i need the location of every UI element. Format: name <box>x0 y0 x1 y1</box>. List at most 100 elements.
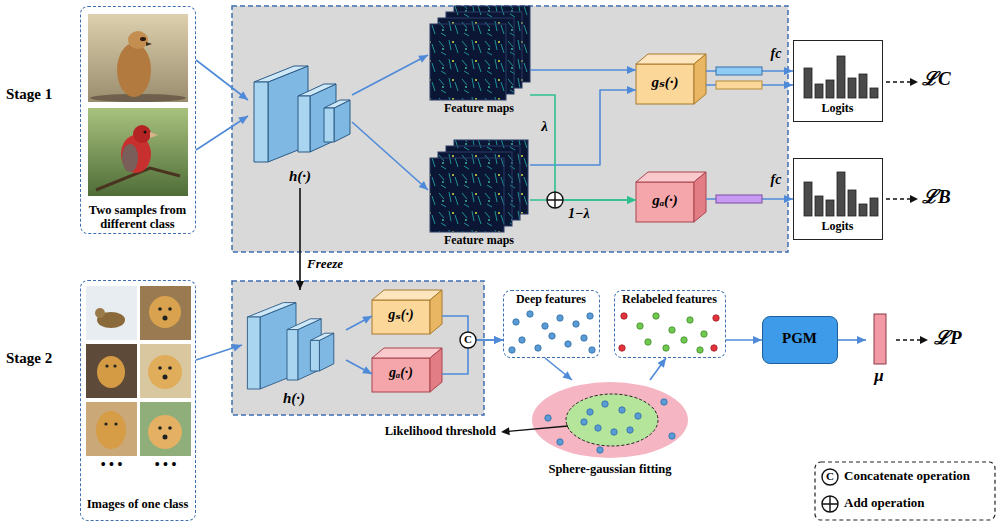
text-label: ℒC <box>922 68 972 90</box>
feature-dots <box>509 311 595 353</box>
connector-line <box>196 116 248 150</box>
concat-symbol <box>822 469 838 485</box>
arrow-head <box>418 55 428 63</box>
connector-line <box>545 358 572 380</box>
connector-arrow <box>196 344 242 360</box>
connector-arrow <box>296 188 304 290</box>
stage-panel <box>232 281 484 415</box>
arrow-head <box>494 336 503 344</box>
head-cuboid <box>636 54 706 104</box>
node-label: Logits <box>794 220 881 234</box>
connector-line <box>346 316 372 330</box>
arrow-head <box>232 344 242 352</box>
arrow-head <box>238 116 248 124</box>
node-label: Images of one class <box>83 497 192 511</box>
backbone-blocks <box>254 66 350 162</box>
input-panel: Images of one class <box>80 280 196 521</box>
connector-line <box>352 55 428 95</box>
relabeled-dots <box>619 313 719 353</box>
connector-arrow <box>650 358 666 380</box>
arrow-head <box>238 91 248 100</box>
connector-arrow <box>352 55 428 95</box>
connector-line <box>196 60 248 100</box>
node-label: h(·) <box>242 390 346 407</box>
node-label: gₐ(·) <box>372 365 430 381</box>
arrow-head <box>362 316 372 324</box>
connector-line <box>650 358 666 380</box>
logits-box: Logits <box>793 158 883 240</box>
node-label: PGM <box>763 330 836 347</box>
projection-head: gₐ(·) <box>636 172 706 222</box>
edge-label: λ <box>532 118 548 135</box>
arrow-head <box>857 336 866 344</box>
arrow-head <box>562 371 572 380</box>
text-label: ℒB <box>922 186 972 208</box>
legend-label: Concatenate operation <box>844 469 992 484</box>
edge-label: Freeze <box>307 257 367 272</box>
backbone-network: h(·) <box>242 290 346 410</box>
projection-head: gₛ(·) <box>372 290 442 334</box>
connector-arrow <box>838 336 866 344</box>
concat-symbol <box>460 332 476 348</box>
feature-map-stack <box>430 140 528 232</box>
output-vector <box>716 67 762 75</box>
arrow-head <box>296 281 304 290</box>
arrow-head <box>627 196 636 204</box>
connector-arrow <box>346 316 372 330</box>
connector-arrow <box>346 360 372 374</box>
connector-arrow <box>530 196 636 204</box>
gaussian-fit: Sphere-gaussian fitting <box>530 380 690 480</box>
gaussian-ellipse <box>532 382 688 458</box>
feature-maps: Feature maps <box>428 138 530 252</box>
arrow-head <box>753 336 762 344</box>
arrow-head <box>494 336 503 344</box>
text-label: • • • <box>86 457 137 473</box>
node-label: Sphere-gaussian fitting <box>530 462 690 476</box>
arrow-head <box>627 66 636 74</box>
stage-label: Stage 1 <box>6 86 78 103</box>
feature-map-stack <box>430 6 530 100</box>
output-vector <box>716 81 762 89</box>
connector-arrow <box>530 66 636 74</box>
node-label: gₐ(·) <box>636 192 694 209</box>
edge-label: fc <box>764 172 788 188</box>
arrow-head <box>627 86 636 94</box>
connector-line <box>346 360 372 374</box>
connector-arrow <box>726 336 762 344</box>
projection-head: gₛ(·) <box>636 54 706 104</box>
add-symbol <box>822 496 838 512</box>
input-panel: Two samples from different class <box>80 6 196 234</box>
prototype-bar <box>874 314 886 364</box>
node-label: Deep features <box>504 293 598 307</box>
prototype-vector: μ <box>866 312 892 392</box>
leader-arrow <box>501 426 568 435</box>
logits-box: Logits <box>793 40 883 122</box>
edge-label: 1−λ <box>568 206 604 222</box>
photo-meerkat <box>88 14 188 102</box>
connector-arrow <box>545 358 572 380</box>
arrow-head <box>784 67 793 75</box>
feature-maps: Feature maps <box>428 4 530 118</box>
photo-bird <box>88 108 188 196</box>
pgm-module: PGM <box>762 316 838 364</box>
add-symbol <box>547 192 563 208</box>
arrow-head <box>627 196 636 204</box>
node-label: Feature maps <box>428 102 530 116</box>
connector-arrow <box>706 67 793 89</box>
arrow-head <box>784 81 793 89</box>
logit-bars <box>804 56 878 98</box>
edge-label: fc <box>764 46 788 62</box>
connector-line <box>530 90 636 165</box>
connector-arrow <box>196 60 248 150</box>
arrow-head <box>419 181 428 190</box>
backbone-network: h(·) <box>248 52 352 188</box>
legend-label: Add operation <box>844 496 992 511</box>
node-label: Two samples from different class <box>85 203 190 232</box>
text-label: C <box>461 333 475 346</box>
loss-arrow <box>886 78 928 344</box>
connector-line <box>530 199 636 201</box>
